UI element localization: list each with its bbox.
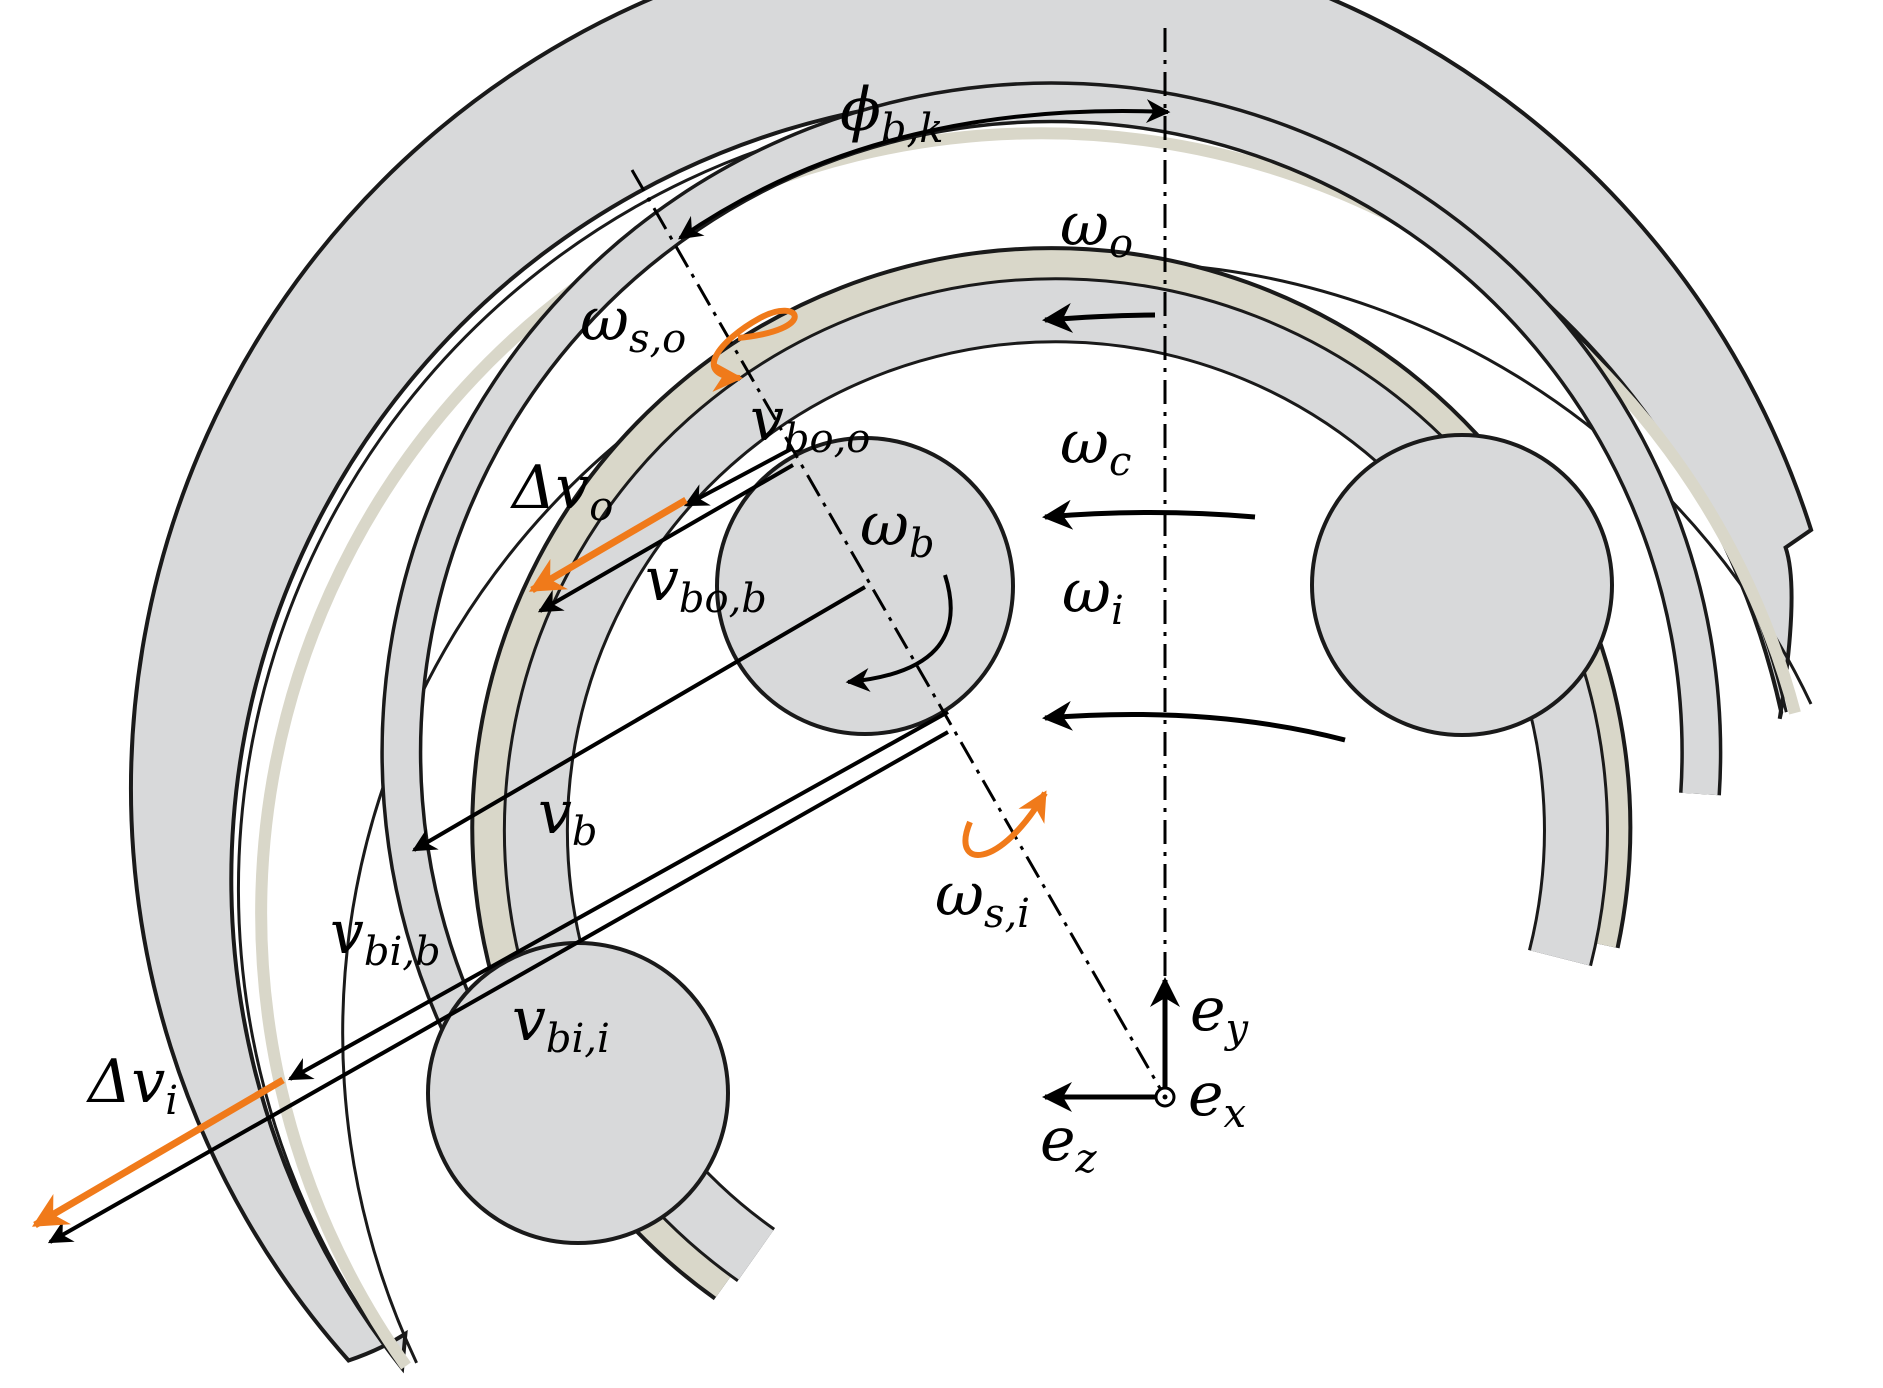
label-omega-o: ωo: [1060, 190, 1133, 267]
label-e-x: ex: [1188, 1060, 1246, 1137]
spin-arrow-outer: [711, 307, 798, 392]
label-v-b: vb: [538, 778, 598, 855]
label-e-z: ez: [1040, 1105, 1098, 1182]
angle-arc-phi: [678, 99, 1171, 240]
ball-lower-left: [426, 941, 730, 1245]
velocity-differences: [31, 496, 688, 1229]
label-omega-c: ωc: [1060, 408, 1131, 485]
label-omega-b: ωb: [860, 490, 935, 567]
ball-upper-right: [1310, 433, 1614, 737]
label-phi: ϕb,k: [840, 75, 943, 152]
velocity-vectors: [47, 446, 949, 1244]
ball-upper-left: [715, 436, 1015, 736]
spin-arrow-inner: [962, 790, 1048, 858]
label-v-bi-i: vbi,i: [512, 985, 610, 1062]
label-omega-s-o: ωs,o: [580, 285, 686, 362]
labels: ϕb,k ωo ωc ωi ωb ωs,o ωs,i vbo,o Δvo vbo…: [86, 75, 1250, 1182]
label-omega-s-i: ωs,i: [935, 860, 1030, 937]
rotation-arrows: [845, 302, 1346, 743]
label-delta-v-o: Δvo: [510, 453, 613, 530]
label-e-y: ey: [1190, 975, 1250, 1052]
label-v-bo-b: vbo,b: [645, 545, 767, 622]
coordinate-frame: [1042, 977, 1180, 1112]
rolling-elements: [426, 433, 1614, 1245]
label-omega-i: ωi: [1062, 557, 1124, 634]
label-v-bi-b: vbi,b: [330, 898, 441, 975]
label-v-bo-o: vbo,o: [750, 385, 870, 462]
label-delta-v-i: Δvi: [86, 1047, 178, 1124]
